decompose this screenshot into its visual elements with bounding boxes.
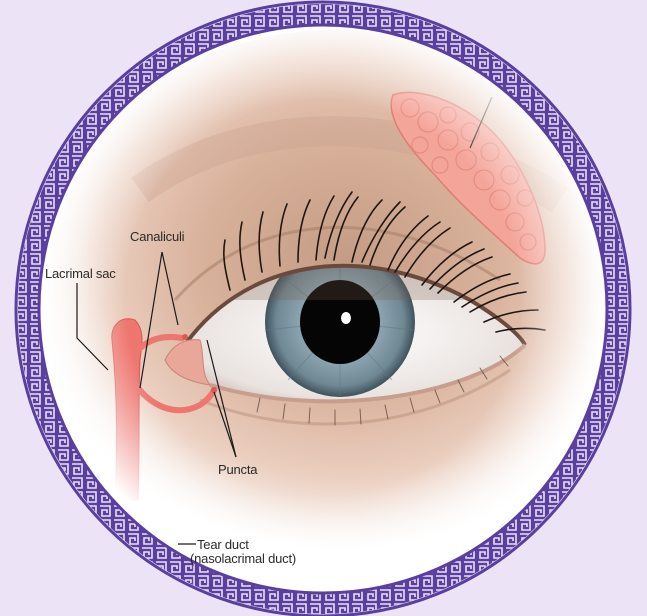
label-lacrimal-sac: Lacrimal sac <box>45 266 116 281</box>
label-tear-duct-sub: (nasolacrimal duct) <box>190 551 296 566</box>
label-canaliculi: Canaliculi <box>130 229 184 244</box>
label-puncta: Puncta <box>218 462 257 477</box>
label-tear-duct: Tear duct <box>197 537 249 552</box>
